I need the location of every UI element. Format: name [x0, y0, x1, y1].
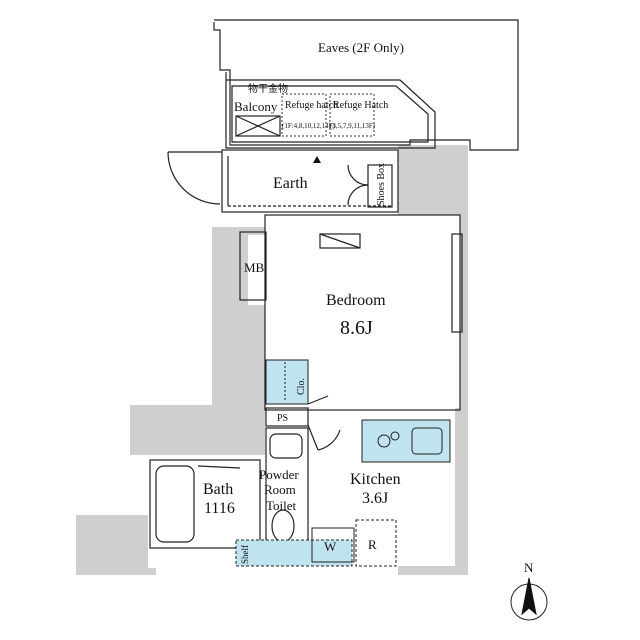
fridge-label: R	[368, 537, 377, 552]
eaves-outline	[213, 19, 519, 151]
balcony-outline	[225, 72, 436, 149]
ps-label: PS	[277, 413, 288, 424]
refuge-hatch-1-box	[281, 93, 327, 137]
closet	[265, 359, 329, 405]
kitchen-label: Kitchen	[350, 471, 401, 488]
refuge-hatch-2-note: (3,5,7,9,11,13F)	[330, 122, 376, 130]
bedroom-label: Bedroom	[326, 292, 386, 309]
eaves-label: Eaves (2F Only)	[318, 40, 404, 55]
bedroom-size: 8.6J	[340, 317, 373, 339]
refuge-hatch-1-label: Refuge hatch	[285, 100, 338, 111]
laundry-hardware-label: 物干金物	[248, 82, 288, 95]
north-arrow-icon	[510, 577, 548, 621]
refuge-hatch-2-box	[329, 93, 375, 137]
entrance-walls	[167, 149, 399, 213]
bedroom-walls	[264, 214, 463, 411]
shelf-label: Shelf	[240, 545, 250, 564]
powder-room-line-3: Toilet	[266, 498, 297, 513]
powder-room-line-1: Powder	[259, 467, 299, 482]
ps-box	[265, 407, 309, 427]
mb-label: MB	[244, 260, 265, 275]
washer-label: W	[324, 539, 337, 554]
balcony-label: Balcony	[234, 99, 278, 114]
closet-label: Clo.	[296, 378, 307, 395]
refuge-hatch-2-label: Refuge Hatch	[333, 100, 388, 111]
bath-size: 1116	[204, 500, 235, 517]
bath-label: Bath	[203, 481, 233, 498]
earth-label: Earth	[273, 175, 308, 192]
kitchen-size: 3.6J	[362, 490, 388, 507]
refuge-hatch-1-note: (1F:4,8,10,12,14F)	[282, 122, 336, 130]
bath	[149, 459, 261, 549]
shoes-box-label: Shoes Box	[376, 163, 387, 206]
kitchen	[311, 419, 451, 567]
mb-closet	[239, 231, 267, 301]
powder-room-line-2: Room	[264, 482, 296, 497]
entrance-arrow	[313, 156, 321, 163]
north-label: N	[524, 560, 534, 575]
